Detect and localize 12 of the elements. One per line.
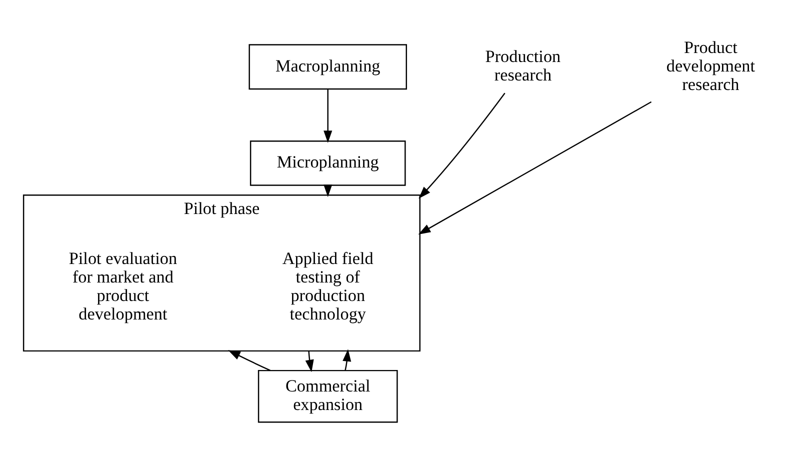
node-text: Pilot evaluation for market and product development — [68, 249, 178, 324]
arrow — [305, 350, 314, 372]
node-text: Production research — [485, 47, 561, 85]
arrow — [342, 349, 352, 370]
arrow — [418, 101, 652, 234]
arrow — [324, 89, 332, 143]
node-box: Commercial expansion — [258, 370, 398, 423]
arrow — [228, 350, 271, 371]
node-text: Applied field testing of production technology — [282, 249, 374, 324]
arrow — [418, 92, 506, 199]
node-text: Product development research — [666, 38, 756, 94]
node-box: Macroplanning — [248, 44, 407, 90]
